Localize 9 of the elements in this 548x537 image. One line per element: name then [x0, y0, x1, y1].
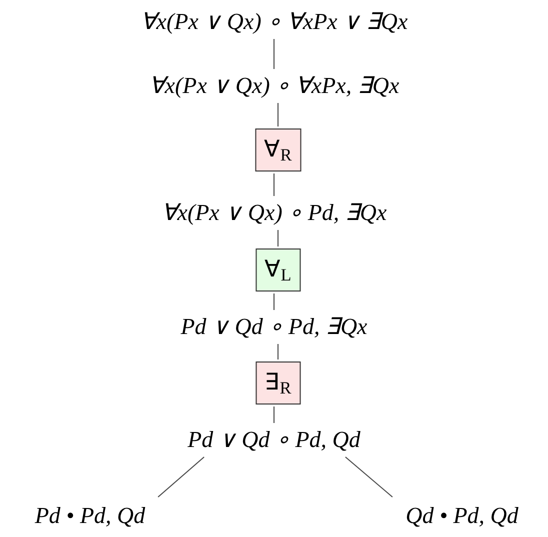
- formula-text: ∀x(Px ∨ Qx) ∘ Pd, ∃Qx: [161, 198, 387, 228]
- formula-text: ∀x(Px ∨ Qx) ∘ ∀xPx, ∃Qx: [148, 71, 400, 101]
- formula-text: ∀x(Px ∨ Qx) ∘ ∀xPx ∨ ∃Qx: [140, 7, 408, 37]
- formula-text: Pd • Pd, Qd: [34, 501, 146, 531]
- formula-text: Pd ∨ Qd ∘ Pd, Qd: [188, 425, 360, 455]
- connector-line: [158, 456, 205, 498]
- formula-text: Qd • Pd, Qd: [406, 501, 518, 531]
- connector-line: [344, 456, 393, 498]
- formula-text: Pd ∨ Qd ∘ Pd, ∃Qx: [180, 312, 368, 342]
